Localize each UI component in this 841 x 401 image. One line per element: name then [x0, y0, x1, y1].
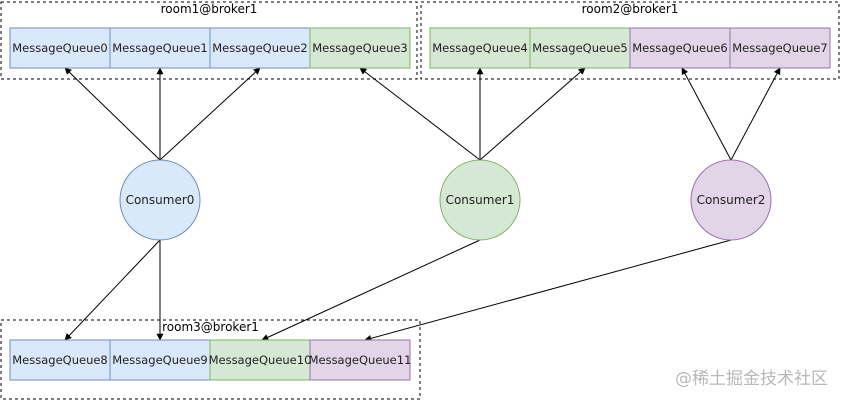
queue-label: MessageQueue7: [732, 41, 828, 55]
edge-c1-to-mq10: [261, 239, 481, 341]
queue-label: MessageQueue9: [112, 353, 208, 367]
edge-c1-to-mq3: [359, 67, 481, 161]
queue-label: MessageQueue0: [12, 41, 108, 55]
consumer-node: [119, 159, 201, 241]
queue-mq6: MessageQueue6: [629, 27, 731, 69]
edge-c2-to-mq11: [364, 239, 732, 342]
queue-mq11: MessageQueue11: [309, 339, 412, 381]
room2-group-box: [420, 1, 840, 80]
edge-c0-to-mq2: [159, 67, 261, 161]
room2-group-label: room2@broker1: [582, 2, 679, 16]
edge-c2-to-mq6: [681, 67, 732, 161]
queue-mq1: MessageQueue1: [109, 27, 211, 69]
queue-label: MessageQueue5: [532, 41, 628, 55]
queue-mq3: MessageQueue3: [309, 27, 411, 69]
queue-mq10: MessageQueue10: [209, 339, 312, 381]
edge-c2-to-mq7: [730, 67, 781, 161]
queue-label: MessageQueue11: [309, 353, 412, 367]
queue-mq9: MessageQueue9: [109, 339, 211, 381]
queue-box: [209, 339, 311, 381]
queue-label: MessageQueue1: [112, 41, 208, 55]
queue-mq8: MessageQueue8: [9, 339, 111, 381]
queue-label: MessageQueue10: [209, 353, 312, 367]
queue-box: [309, 27, 411, 69]
edge-c1-to-mq5: [479, 67, 586, 161]
queue-mq5: MessageQueue5: [529, 27, 631, 69]
consumer-c1: Consumer1: [439, 159, 521, 241]
queue-box: [429, 27, 531, 69]
consumer-label: Consumer2: [697, 193, 766, 207]
queue-box: [309, 339, 411, 381]
watermark-text: @稀土掘金技术社区: [675, 369, 828, 389]
queue-box: [9, 27, 111, 69]
consumer-label: Consumer0: [126, 193, 195, 207]
queue-mq7: MessageQueue7: [729, 27, 831, 69]
queue-label: MessageQueue3: [312, 41, 408, 55]
queue-mq2: MessageQueue2: [209, 27, 311, 69]
queue-label: MessageQueue2: [212, 41, 308, 55]
edge-c0-to-mq0: [64, 67, 161, 161]
queue-mq4: MessageQueue4: [429, 27, 531, 69]
queue-box: [109, 27, 211, 69]
room1-group-label: room1@broker1: [161, 2, 258, 16]
edge-c0-to-mq8: [64, 239, 161, 341]
queue-box: [9, 339, 111, 381]
room3-group-label: room3@broker1: [162, 320, 259, 334]
room3-group-box: [0, 319, 421, 400]
queue-box: [629, 27, 731, 69]
queue-box: [729, 27, 831, 69]
consumer-c0: Consumer0: [119, 159, 201, 241]
consumer-c2: Consumer2: [690, 159, 772, 241]
consumer-node: [439, 159, 521, 241]
queue-mq0: MessageQueue0: [9, 27, 111, 69]
queue-label: MessageQueue8: [12, 353, 108, 367]
queue-label: MessageQueue6: [632, 41, 728, 55]
queue-label: MessageQueue4: [432, 41, 528, 55]
consumer-node: [690, 159, 772, 241]
queue-box: [529, 27, 631, 69]
consumer-label: Consumer1: [446, 193, 515, 207]
